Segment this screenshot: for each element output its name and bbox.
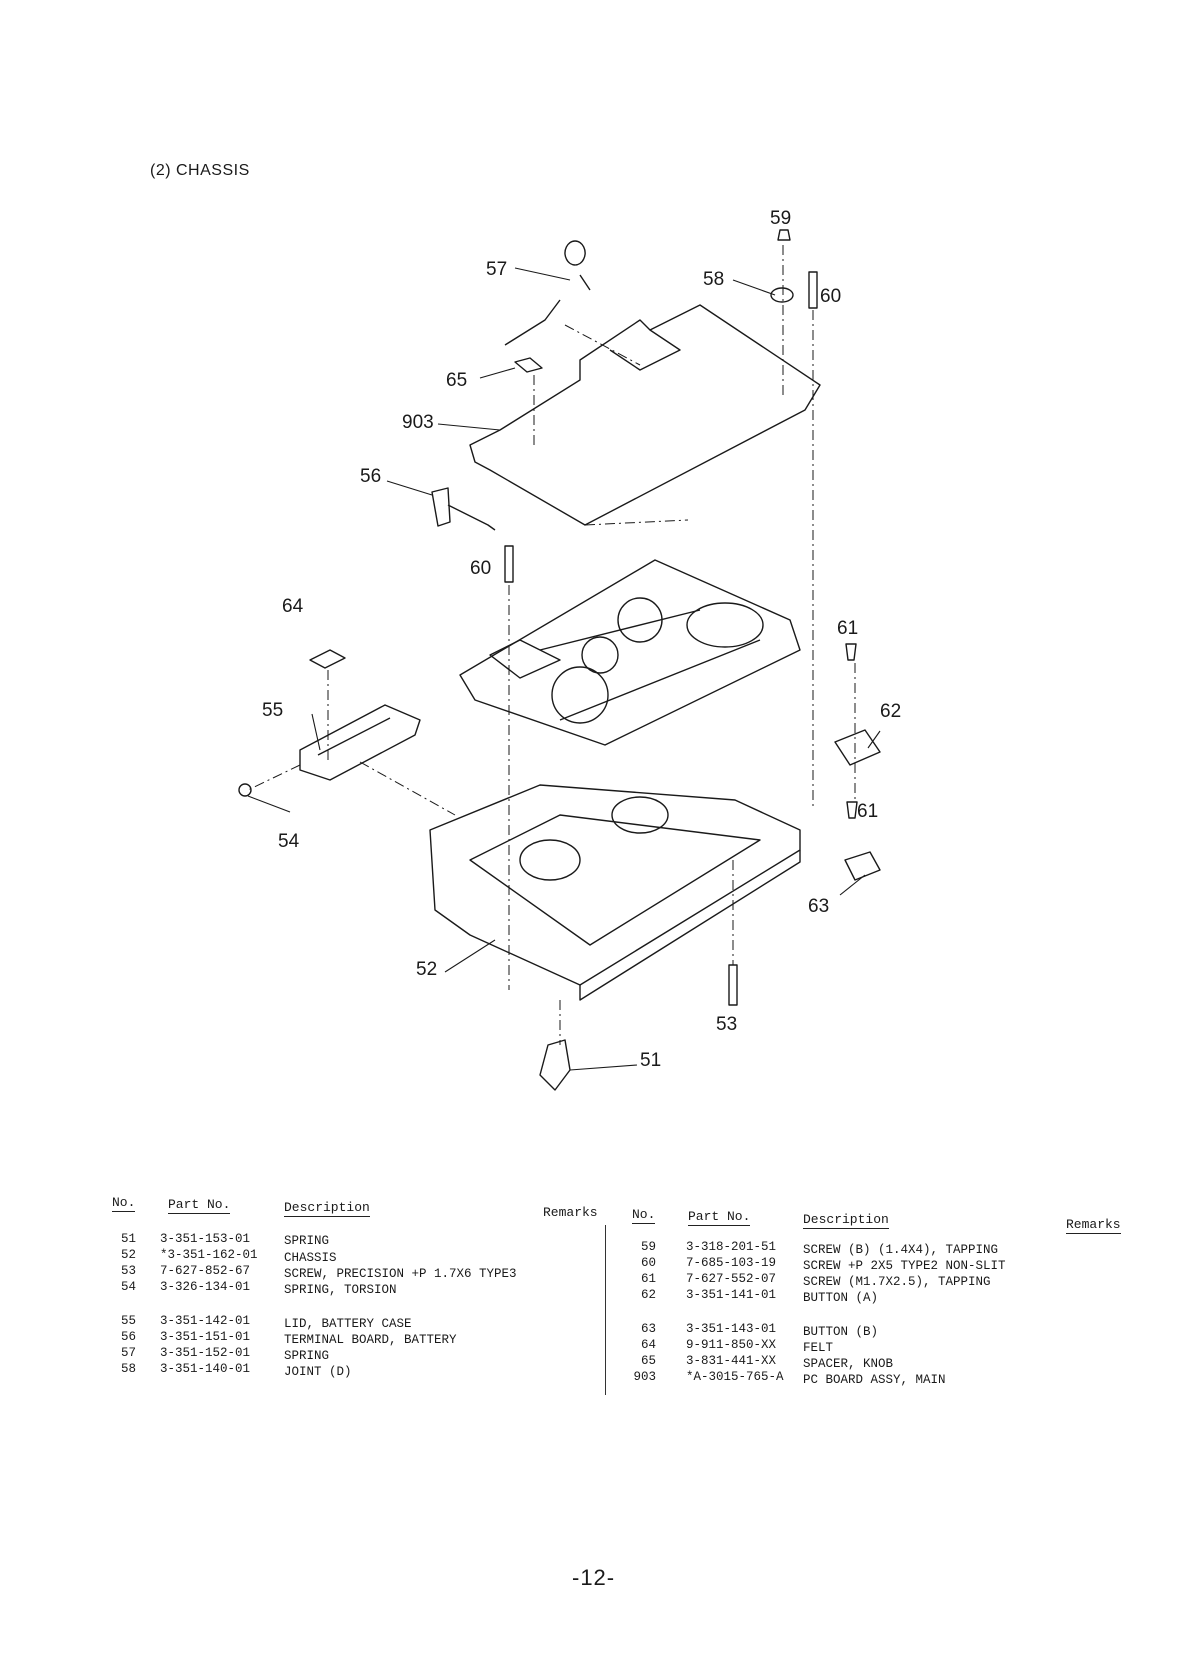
callout-52: 52 <box>416 959 437 980</box>
mechanism-deck-drawing <box>459 559 801 746</box>
spring-57-drawing <box>564 240 591 291</box>
screw-61-upper-drawing <box>845 643 857 661</box>
button-62-drawing <box>834 729 881 766</box>
terminal-56-drawing <box>431 487 496 531</box>
callout-903: 903 <box>402 412 434 433</box>
screw-59-drawing <box>777 229 791 241</box>
callout-61-lower: 61 <box>857 801 878 822</box>
spring-54-drawing <box>238 783 252 797</box>
header-description-right: Description <box>803 1212 889 1229</box>
section-title: (2) CHASSIS <box>150 162 250 179</box>
callout-59: 59 <box>770 208 791 229</box>
callout-64: 64 <box>282 596 304 617</box>
callout-63: 63 <box>808 896 829 917</box>
battery-lid-55-drawing <box>299 704 421 781</box>
screw-53-drawing <box>728 964 738 1006</box>
screw-61-lower-drawing <box>846 801 858 819</box>
callout-51: 51 <box>640 1050 661 1071</box>
callout-57: 57 <box>486 259 507 280</box>
callout-58: 58 <box>703 269 724 290</box>
header-no-left: No. <box>112 1195 136 1212</box>
column-divider <box>605 1225 606 1395</box>
joint-58-drawing <box>770 287 794 303</box>
callout-53: 53 <box>716 1014 737 1035</box>
header-remarks-right: Remarks <box>1066 1217 1121 1234</box>
header-description-left: Description <box>284 1200 370 1217</box>
callout-61-upper: 61 <box>837 618 858 639</box>
callout-60-mid: 60 <box>470 558 491 579</box>
button-63-drawing <box>844 851 881 881</box>
spring-51-drawing <box>539 1039 571 1091</box>
spacer-65-drawing <box>514 357 543 373</box>
screw-60-mid-drawing <box>504 545 514 583</box>
header-no-right: No. <box>632 1207 656 1224</box>
callout-56: 56 <box>360 466 381 487</box>
callout-55: 55 <box>262 700 283 721</box>
pc-board-903-drawing <box>469 304 821 526</box>
screw-60-top-drawing <box>808 271 818 309</box>
page-number: -12- <box>572 1565 616 1590</box>
callout-65: 65 <box>446 370 467 391</box>
callout-62: 62 <box>880 701 901 722</box>
callout-54: 54 <box>278 831 300 852</box>
header-remarks-left: Remarks <box>543 1205 598 1220</box>
header-part-no-left: Part No. <box>168 1197 231 1214</box>
felt-64-drawing <box>309 649 346 669</box>
header-part-no-right: Part No. <box>688 1209 751 1226</box>
callout-60-top: 60 <box>820 286 841 307</box>
exploded-view-diagram: 59 57 58 60 65 903 56 60 64 61 62 55 61 … <box>238 208 901 1091</box>
